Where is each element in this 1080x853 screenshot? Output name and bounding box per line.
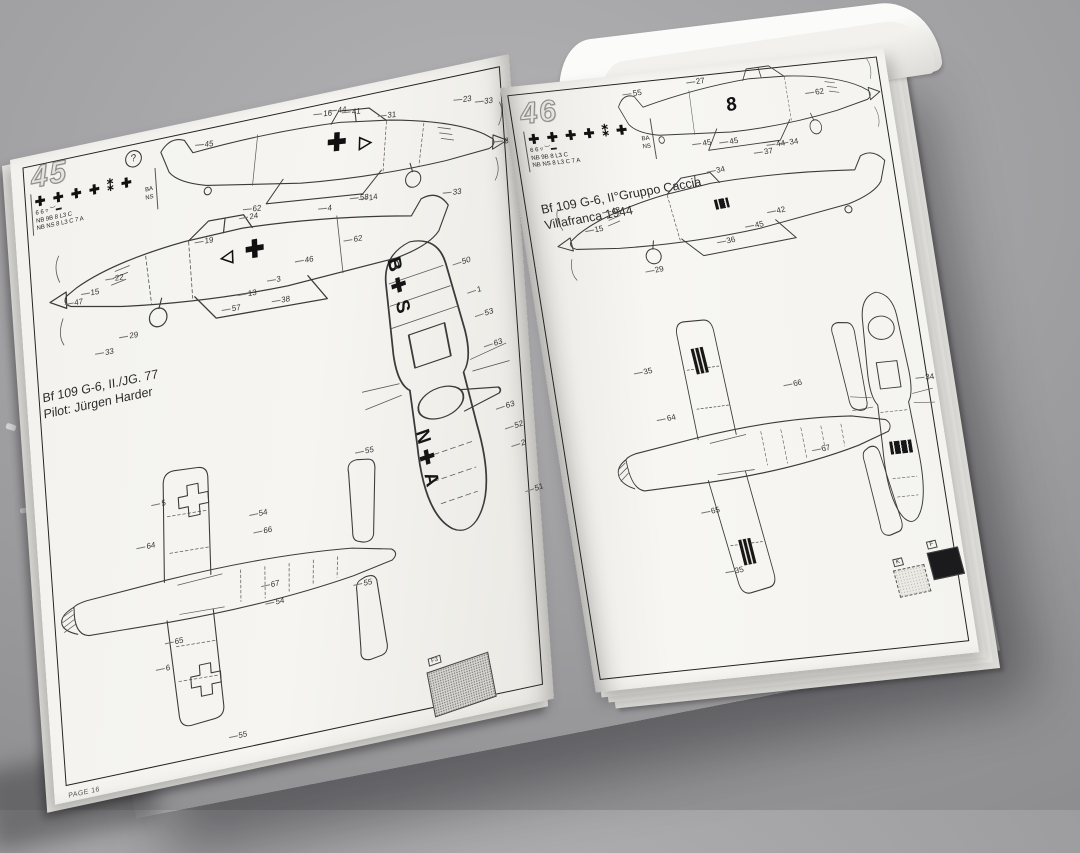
part-callout: 46 [295, 254, 314, 266]
part-callout: 31 [378, 110, 396, 121]
part-callout: 13 [238, 288, 257, 300]
figure-top-view: 35 64 66 67 65 35 [575, 265, 941, 642]
part-callout: 66 [782, 378, 803, 390]
camouflage-colour-swatch: F3 [426, 637, 497, 718]
part-callout: 67 [261, 578, 279, 591]
part-callout: 6 [156, 663, 171, 675]
part-callout: 55 [354, 577, 372, 590]
part-callout: 64 [137, 540, 155, 553]
part-callout: 66 [253, 525, 272, 538]
part-callout: 63 [495, 398, 515, 413]
swatch-light [892, 563, 932, 598]
part-callout: 43 [600, 205, 621, 217]
camouflage-colour-swatch: F [925, 530, 966, 581]
part-callout: 36 [716, 234, 736, 246]
paper-speck [5, 422, 17, 432]
part-callout: 34 [915, 372, 935, 383]
part-callout: 55 [622, 88, 643, 99]
part-callout: 1 [467, 284, 482, 298]
part-callout: 63 [483, 336, 503, 351]
part-callout: 65 [700, 505, 721, 517]
part-callout: 29 [644, 264, 665, 276]
part-callout: 45 [692, 138, 713, 149]
part-callout: 35 [724, 564, 745, 576]
part-callout: 62 [804, 87, 825, 98]
scheme-number: 46 [517, 94, 561, 132]
part-callout: 23 [453, 94, 472, 105]
figure-side-view-right: ✚ ▷ 45164441312333323362458 [150, 88, 513, 229]
part-callout: 5 [151, 498, 166, 510]
part-callout: 55 [355, 445, 374, 458]
part-callout: 67 [811, 443, 831, 455]
part-callout: 45 [719, 136, 739, 147]
part-callout: 34 [705, 164, 726, 176]
part-callout: 3 [266, 274, 281, 286]
part-callout: 42 [766, 205, 786, 217]
part-callout: 53 [474, 306, 494, 321]
part-callout: 54 [249, 507, 267, 520]
part-callout: 15 [81, 287, 99, 299]
part-callout: 19 [195, 235, 214, 247]
part-callout: 45 [195, 139, 214, 150]
part-callout: 54 [265, 596, 284, 609]
part-callout: 50 [452, 255, 471, 270]
part-callout: 35 [633, 366, 654, 378]
part-callout: 14 [359, 192, 378, 204]
part-callout: 64 [656, 412, 677, 424]
photo-of-instruction-booklet: { "scene": { "page_number": "PAGE 16" },… [0, 0, 1080, 810]
part-callout: 22 [105, 273, 124, 285]
part-callout: 38 [271, 294, 290, 306]
figure-underside-view: 5 64 54 66 67 54 65 6 55 55 55 [46, 403, 419, 780]
part-callout: 34 [779, 137, 800, 148]
booklet-right-page: 46 ✚ ✚ ✚ ✚ ⁑ ✚ 6 6 ▿ ︶▬ BA NB 9B 8 L3 C … [500, 46, 980, 693]
part-callout: 41 [342, 106, 361, 117]
part-callout: 62 [344, 233, 363, 245]
part-callout: 45 [744, 219, 765, 231]
swatch-code-label: F3 [427, 654, 442, 667]
part-callout: 33 [474, 96, 493, 107]
figure-fuselage-top-view: 34 [832, 283, 957, 539]
swatch-code-label: F [925, 539, 938, 550]
part-callout: 29 [119, 330, 138, 342]
part-callout: 27 [685, 75, 706, 86]
swatch-code-label: K [892, 557, 905, 568]
part-callout: 57 [222, 303, 241, 315]
part-callout: 52 [504, 419, 524, 434]
part-callout: 24 [239, 211, 258, 223]
part-callout: 55 [228, 729, 247, 742]
swatch-black [926, 546, 966, 581]
part-callout: 15 [584, 224, 605, 236]
booklet-left-page: 45 ? ✚ ✚ ✚ ✚ ⁑ ✚ 6 6 ▿ ︶▬ BA NB 9B 8 L3 … [10, 53, 554, 805]
part-callout: 65 [165, 635, 183, 648]
part-callout: 2 [511, 438, 526, 452]
